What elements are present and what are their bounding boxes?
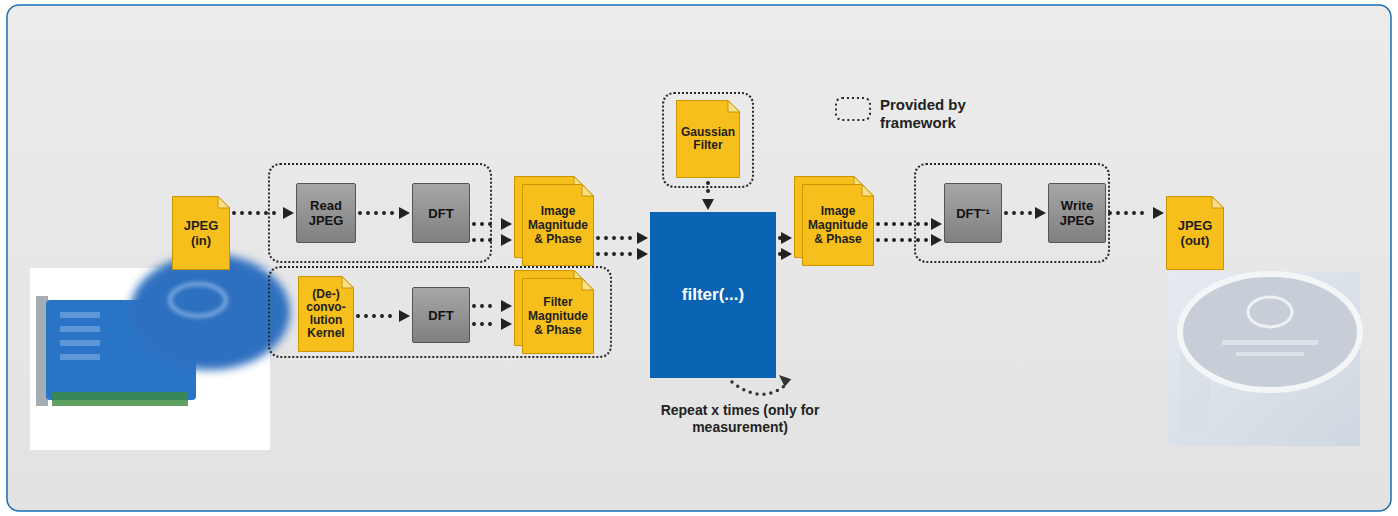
framework-group: Read JPEG DFT	[268, 163, 492, 263]
process-box: DFT⁻¹	[944, 183, 1002, 243]
data-stack: Filter Magnitude & Phase	[514, 270, 594, 354]
document-shape	[523, 279, 594, 354]
dotted-arrow	[598, 232, 648, 244]
file-icon: Gaussian Filter	[676, 100, 740, 178]
framework-group: (De-) convo- lution Kernel DFT Filter Magn…	[268, 266, 612, 358]
output-photo	[1168, 272, 1360, 446]
outer-panel	[7, 5, 1391, 511]
node-text: JPEG (out)	[1170, 218, 1220, 248]
process-box: DFT	[412, 287, 470, 343]
framework-group: DFT⁻¹ Write JPEG	[914, 163, 1110, 263]
note-label: Repeat x times (only for measurement)	[640, 402, 840, 436]
dotted-arrow	[1110, 207, 1164, 219]
document-shape	[173, 197, 230, 270]
node-text: DFT⁻¹	[949, 206, 997, 221]
dotted-arrow	[878, 234, 942, 246]
dotted-arrow	[777, 248, 792, 260]
node-text: DFT	[417, 308, 465, 323]
file-icon: JPEG (in)	[172, 196, 230, 270]
file-icon: (De-) convo- lution Kernel	[298, 276, 354, 352]
data-stack: Image Magnitude & Phase	[794, 176, 874, 266]
node-text: filter(...)	[656, 285, 770, 305]
dotted-arrow	[474, 234, 512, 246]
dotted-arrow	[598, 248, 648, 260]
node-text: Write JPEG	[1053, 198, 1101, 228]
document-shape	[677, 101, 740, 178]
dotted-arrow	[234, 207, 294, 219]
framework-group: Gaussian Filter	[662, 92, 754, 188]
filter-box: filter(...)	[650, 212, 776, 378]
node-text: Image Magnitude & Phase	[805, 204, 871, 246]
dotted-arrow	[358, 310, 410, 322]
dotted-arrow	[777, 232, 792, 244]
node-text: DFT	[417, 206, 465, 221]
dotted-arrow	[1006, 207, 1046, 219]
process-box: Write JPEG	[1048, 183, 1106, 243]
document-shape	[523, 185, 594, 266]
dotted-arrow	[474, 300, 512, 312]
document-shape	[1167, 197, 1224, 270]
legend-swatch	[836, 98, 870, 120]
node-text: Image Magnitude & Phase	[525, 204, 591, 246]
node-text: (De-) convo- lution Kernel	[302, 288, 350, 340]
process-box: Read JPEG	[296, 183, 356, 243]
process-box: DFT	[412, 183, 470, 243]
node-text: Gaussian Filter	[680, 126, 736, 152]
dotted-arrow	[474, 218, 512, 230]
dotted-arrow	[878, 218, 942, 230]
file-icon: JPEG (out)	[1166, 196, 1224, 270]
dotted-arrow	[360, 207, 410, 219]
node-text: Read JPEG	[301, 198, 351, 228]
document-shape	[299, 277, 354, 352]
node-text: Filter Magnitude & Phase	[525, 295, 591, 337]
legend-text: Provided by framework	[880, 96, 998, 132]
input-photo	[30, 254, 290, 450]
data-stack: Image Magnitude & Phase	[514, 176, 594, 266]
dotted-arrow	[474, 318, 512, 330]
node-text: JPEG (in)	[176, 218, 226, 248]
document-shape	[803, 185, 874, 266]
